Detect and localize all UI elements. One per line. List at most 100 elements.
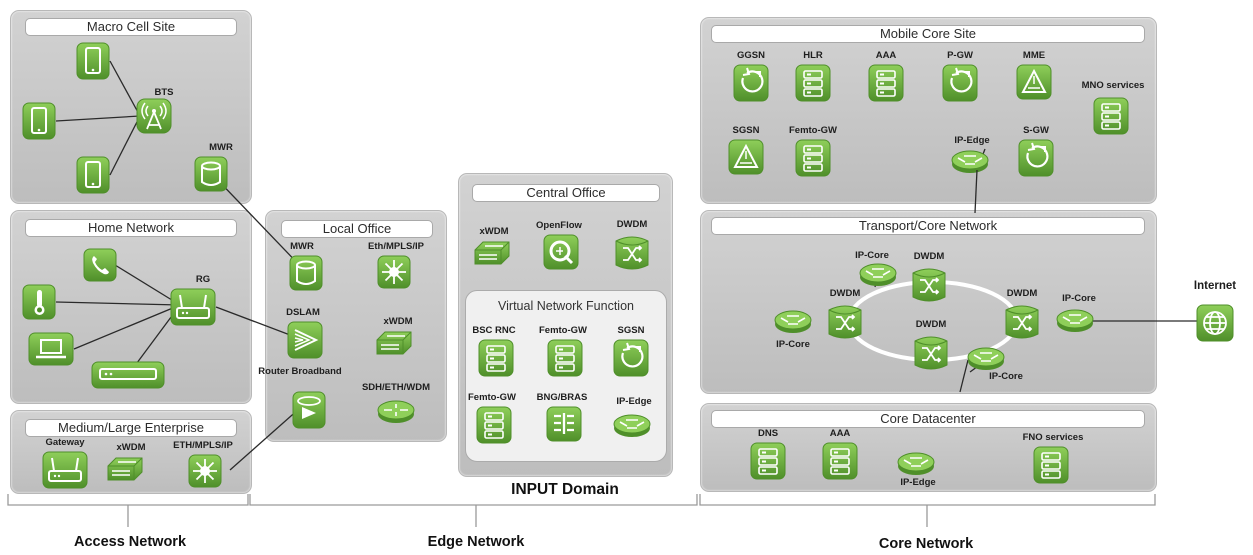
mme-label: MME (1022, 50, 1046, 61)
icon-graphic (377, 400, 415, 423)
icon-graphic (1005, 305, 1039, 339)
ip-edge-router-icon: IP-Edge (612, 396, 652, 439)
sgsn-triangle-icon: SGSN (728, 125, 764, 175)
dns-label: DNS (757, 428, 779, 439)
icon-graphic (1018, 139, 1054, 177)
ip-core-router-icon: IP-Core (1055, 293, 1096, 334)
bsc-rnc-label: BSC RNC (472, 325, 516, 336)
mno-services-label: MNO services (1081, 80, 1145, 91)
bng-bras-icon: BNG/BRAS (537, 392, 587, 442)
icon-graphic (774, 310, 812, 333)
dwdm-label: DWDM (915, 319, 947, 330)
icon-graphic (287, 321, 323, 359)
hlr-label: HLR (803, 50, 823, 61)
dwdm-label: DWDM (829, 288, 861, 299)
bng-bras-label: BNG/BRAS (536, 392, 588, 403)
mobile-phone-icon (22, 102, 56, 140)
dwdm-label: DWDM (913, 251, 945, 262)
ip-edge-label: IP-Edge (616, 396, 652, 407)
dns-server-icon: DNS (750, 428, 786, 480)
connection-line (210, 172, 307, 273)
local-office-title: Local Office (281, 220, 433, 238)
aaa-label: AAA (829, 428, 851, 439)
sgw-circle-arrows-icon: S-GW (1018, 125, 1054, 177)
icon-graphic (476, 406, 512, 444)
ip-core-router-icon: IP-Core (966, 346, 1023, 382)
ip-edge-router-icon: IP-Edge (950, 135, 990, 175)
dwdm-icon: DWDM (911, 251, 947, 303)
icon-graphic (1196, 304, 1234, 342)
central-office-title: Central Office (472, 184, 660, 202)
mwr-label: MWR (209, 142, 233, 153)
mwr-label: MWR (290, 241, 314, 252)
laptop-icon (28, 332, 74, 366)
icon-graphic (547, 339, 583, 377)
connection-line (215, 306, 299, 339)
icon-graphic (914, 336, 948, 370)
icon-graphic (868, 64, 904, 102)
gateway-router-icon: Gateway (42, 437, 88, 489)
mwr-cylinder-icon: MWR (289, 241, 323, 291)
aaa-server-icon: AAA (822, 428, 858, 480)
ip-core-label: IP-Core (776, 339, 810, 350)
icon-graphic (912, 268, 946, 302)
sdh-label: SDH/ETH/WDM (361, 382, 431, 393)
bsc-rnc-server-icon: BSC RNC (472, 325, 516, 377)
mobile-phone-icon (76, 42, 110, 80)
icon-graphic (828, 305, 862, 339)
access-network-label: Access Network (73, 534, 187, 550)
pgw-circle-arrows-icon: P-GW (942, 50, 978, 102)
router-broadband-label: Router Broadband (258, 366, 342, 377)
connection-line (229, 407, 301, 471)
rg-label: RG (195, 274, 211, 285)
sgsn-circle-arrows-icon: SGSN (613, 325, 649, 377)
openflow-icon: OpenFlow (536, 220, 582, 270)
icon-graphic (170, 288, 216, 326)
connection-line (109, 60, 141, 117)
icon-graphic (1033, 446, 1069, 484)
fno-services-server-icon: FNO services (1023, 432, 1083, 484)
ggsn-label: GGSN (737, 50, 765, 61)
dslam-label: DSLAM (286, 307, 320, 318)
mobile-phone-icon (76, 156, 110, 194)
pgw-label: P-GW (947, 50, 973, 61)
mme-triangle-icon: MME (1016, 50, 1052, 100)
femto-gw-server-icon: Femto-GW (789, 125, 837, 177)
mobile-core-site-title: Mobile Core Site (711, 25, 1145, 43)
icon-graphic (613, 339, 649, 377)
femto-gw-server-icon: Femto-GW (539, 325, 587, 377)
icon-graphic (91, 361, 165, 389)
connection-line (55, 301, 181, 306)
xwdm-label: xWDM (383, 316, 413, 327)
icon-graphic (76, 42, 110, 80)
connection-line (974, 169, 978, 214)
ip-core-router-icon: IP-Core (773, 309, 813, 350)
mwr-cylinder-icon: MWR (194, 142, 233, 192)
icon-graphic (22, 284, 56, 320)
icon-graphic (1056, 309, 1094, 332)
core-network-label: Core Network (878, 536, 974, 552)
dwdm-icon: DWDM (1004, 288, 1040, 340)
icon-graphic (795, 139, 831, 177)
broadband-router-icon: Router Broadband (258, 367, 342, 429)
icon-graphic (136, 98, 172, 134)
icon-graphic (194, 156, 228, 192)
sgsn-label: SGSN (617, 325, 645, 336)
vnf-title: Virtual Network Function (498, 299, 634, 313)
dwdm-label: DWDM (1006, 288, 1038, 299)
femto-gw-label: Femto-GW (788, 125, 838, 136)
icon-graphic (967, 347, 1005, 370)
fno-services-label: FNO services (1022, 432, 1084, 443)
connection-line (55, 115, 141, 122)
eth-mpls-switch-icon: ETH/MPLS/IP (173, 440, 233, 488)
gateway-label: Gateway (45, 437, 85, 448)
connection-line (73, 304, 181, 350)
femto-gw-label: Femto-GW (467, 392, 517, 403)
hlr-server-icon: HLR (795, 50, 831, 102)
rg-router-icon: RG (170, 274, 216, 326)
icon-graphic (289, 255, 323, 291)
icon-graphic (733, 64, 769, 102)
dwdm-icon: DWDM (913, 319, 949, 371)
icon-graphic (42, 451, 88, 489)
